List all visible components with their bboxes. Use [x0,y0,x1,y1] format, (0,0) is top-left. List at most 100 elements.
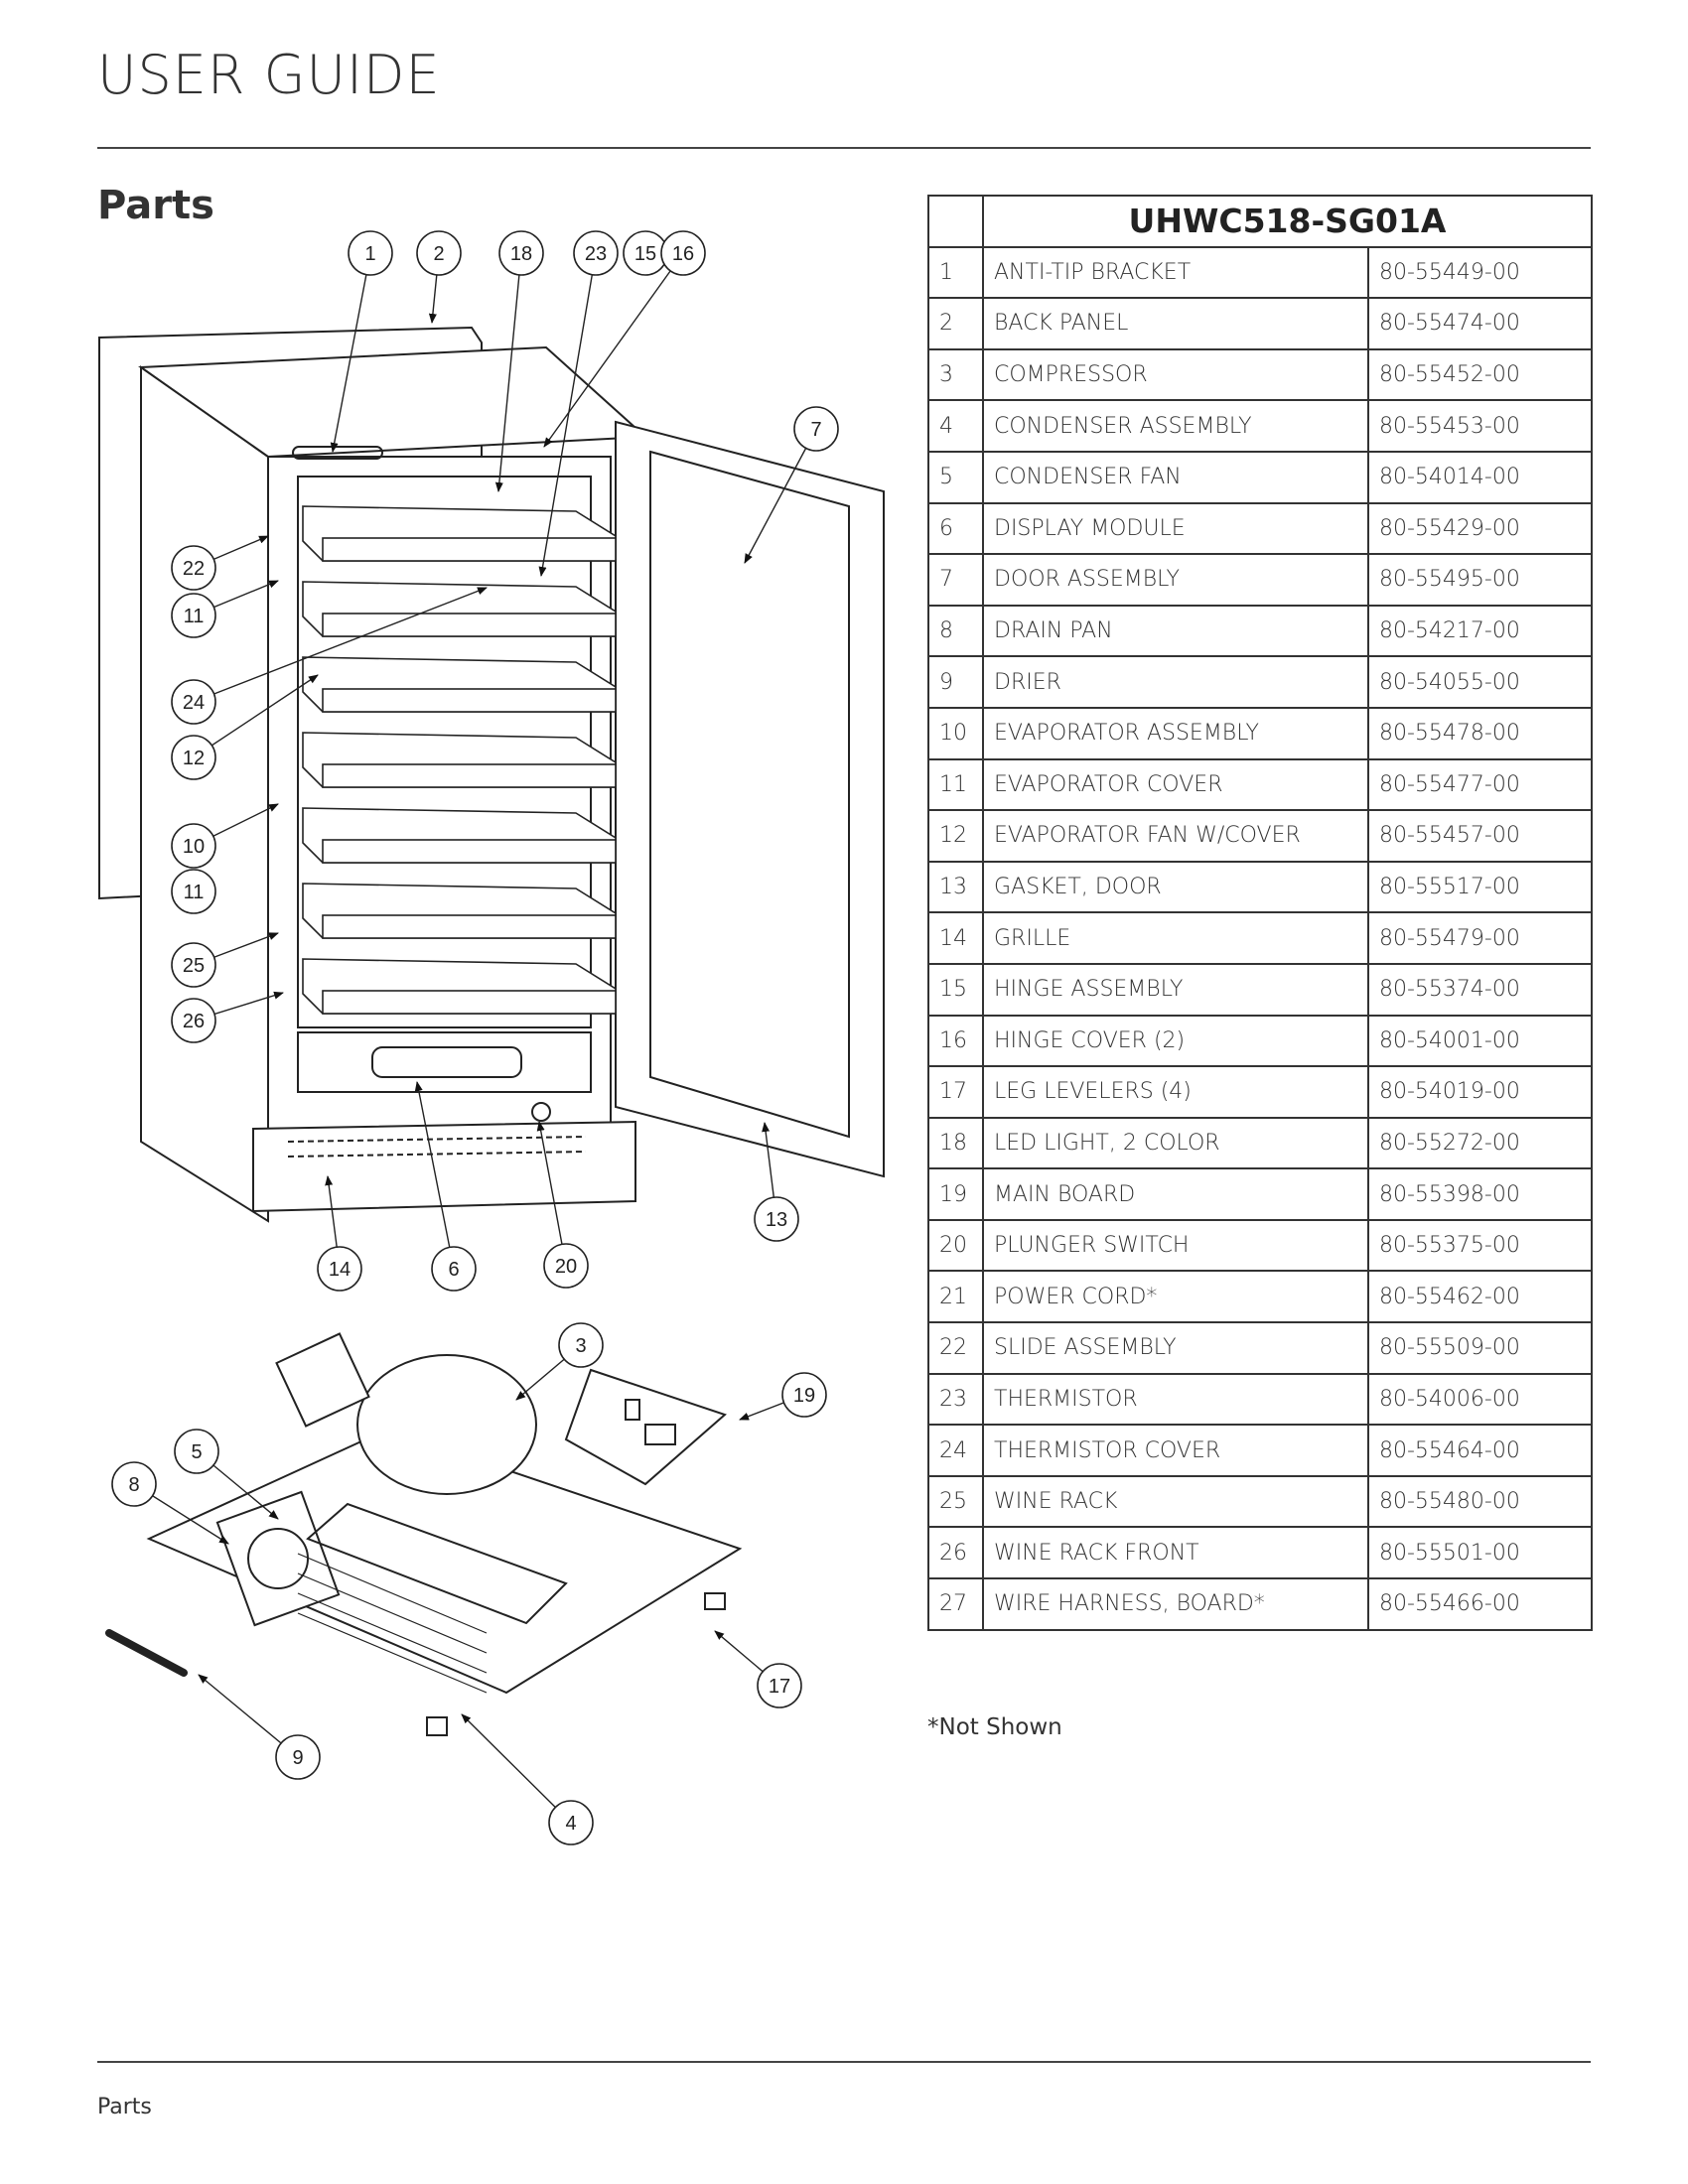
part-number-index: 14 [927,911,984,965]
part-code: 80-54055-00 [1367,655,1593,709]
part-name: WINE RACK FRONT [982,1526,1369,1580]
callout-number: 6 [448,1259,459,1281]
callout-balloon [111,1461,157,1507]
part-name: EVAPORATOR ASSEMBLY [982,706,1369,760]
part-name: EVAPORATOR FAN W/COVER [982,809,1369,863]
callout-balloon [543,1243,589,1289]
callout-number: 11 [184,882,205,903]
part-number-index: 5 [927,450,984,504]
callout-balloon [174,1429,219,1474]
part-code: 80-55517-00 [1367,860,1593,914]
part-name: THERMISTOR COVER [982,1424,1369,1477]
callout-balloon [171,593,216,638]
callout-number: 20 [555,1256,577,1278]
part-name: GASKET, DOOR [982,860,1369,914]
part-code: 80-54006-00 [1367,1372,1593,1427]
part-name: LED LIGHT, 2 COLOR [982,1116,1369,1170]
callout-number: 26 [183,1011,205,1032]
section-title: Parts [97,183,214,228]
footer-rule [97,2061,1591,2063]
callout-number: 15 [634,243,656,265]
part-number-index: 21 [927,1270,984,1324]
part-code: 80-55501-00 [1367,1526,1593,1580]
part-code: 80-55478-00 [1367,706,1593,760]
part-number-index: 16 [927,1014,984,1068]
callout-balloon [171,679,216,725]
wine-rack-front-shape [322,990,617,1015]
callout-number: 11 [184,606,205,627]
part-name: DRAIN PAN [982,604,1369,658]
callout-number: 2 [433,243,444,265]
callout-leader-line [543,252,684,448]
part-name: POWER CORD* [982,1270,1369,1324]
part-code: 80-54217-00 [1367,604,1593,658]
part-code: 80-55272-00 [1367,1116,1593,1170]
callout-balloon [416,230,462,276]
callout-number: 7 [810,419,821,441]
callout-number: 1 [364,243,375,265]
part-name: GRILLE [982,911,1369,965]
part-name: HINGE ASSEMBLY [982,962,1369,1017]
callout-number: 3 [575,1335,586,1357]
part-code: 80-55375-00 [1367,1218,1593,1273]
condenser-coils [297,1553,488,1694]
part-code: 80-55474-00 [1367,297,1593,350]
callout-number: 25 [183,955,205,977]
part-name: DISPLAY MODULE [982,501,1369,556]
part-number-index: 22 [927,1321,984,1375]
part-name: WINE RACK [982,1474,1369,1529]
part-name: LEG LEVELERS (4) [982,1065,1369,1119]
callout-balloon [317,1246,362,1292]
part-name: COMPRESSOR [982,347,1369,402]
page-header: USER GUIDE [97,44,441,106]
part-code: 80-54014-00 [1367,450,1593,504]
part-name: EVAPORATOR COVER [982,757,1369,812]
part-number-index: 12 [927,809,984,863]
part-name: CONDENSER ASSEMBLY [982,399,1369,453]
part-number-index: 6 [927,501,984,556]
grille-outline [252,1120,636,1213]
callout-balloon [431,1246,477,1292]
part-name: MAIN BOARD [982,1167,1369,1221]
callout-number: 12 [183,748,205,769]
part-name: CONDENSER FAN [982,450,1369,504]
drier-shape [105,1629,188,1677]
part-name: HINGE COVER (2) [982,1014,1369,1068]
part-code: 80-55466-00 [1367,1577,1593,1631]
callout-balloon [171,942,216,988]
wine-rack-front-shape [322,688,617,713]
callout-leader-line [414,1081,455,1270]
part-number-index: 2 [927,297,984,350]
footnote: *Not Shown [927,1714,1062,1740]
part-code: 80-55509-00 [1367,1321,1593,1375]
callout-number: 19 [793,1385,815,1407]
footer-label: Parts [97,2095,152,2119]
part-number-index: 23 [927,1372,984,1427]
part-code: 80-54001-00 [1367,1014,1593,1068]
display-module-outline [297,1031,592,1093]
callout-balloon [548,1800,594,1845]
part-code: 80-55479-00 [1367,911,1593,965]
callout-number: 23 [585,243,607,265]
wine-rack-front-shape [322,914,617,939]
compressor-shape [356,1354,537,1495]
part-number-index: 1 [927,245,984,300]
callout-balloon [171,823,216,869]
callout-number: 4 [565,1813,576,1835]
part-number-index: 15 [927,962,984,1017]
